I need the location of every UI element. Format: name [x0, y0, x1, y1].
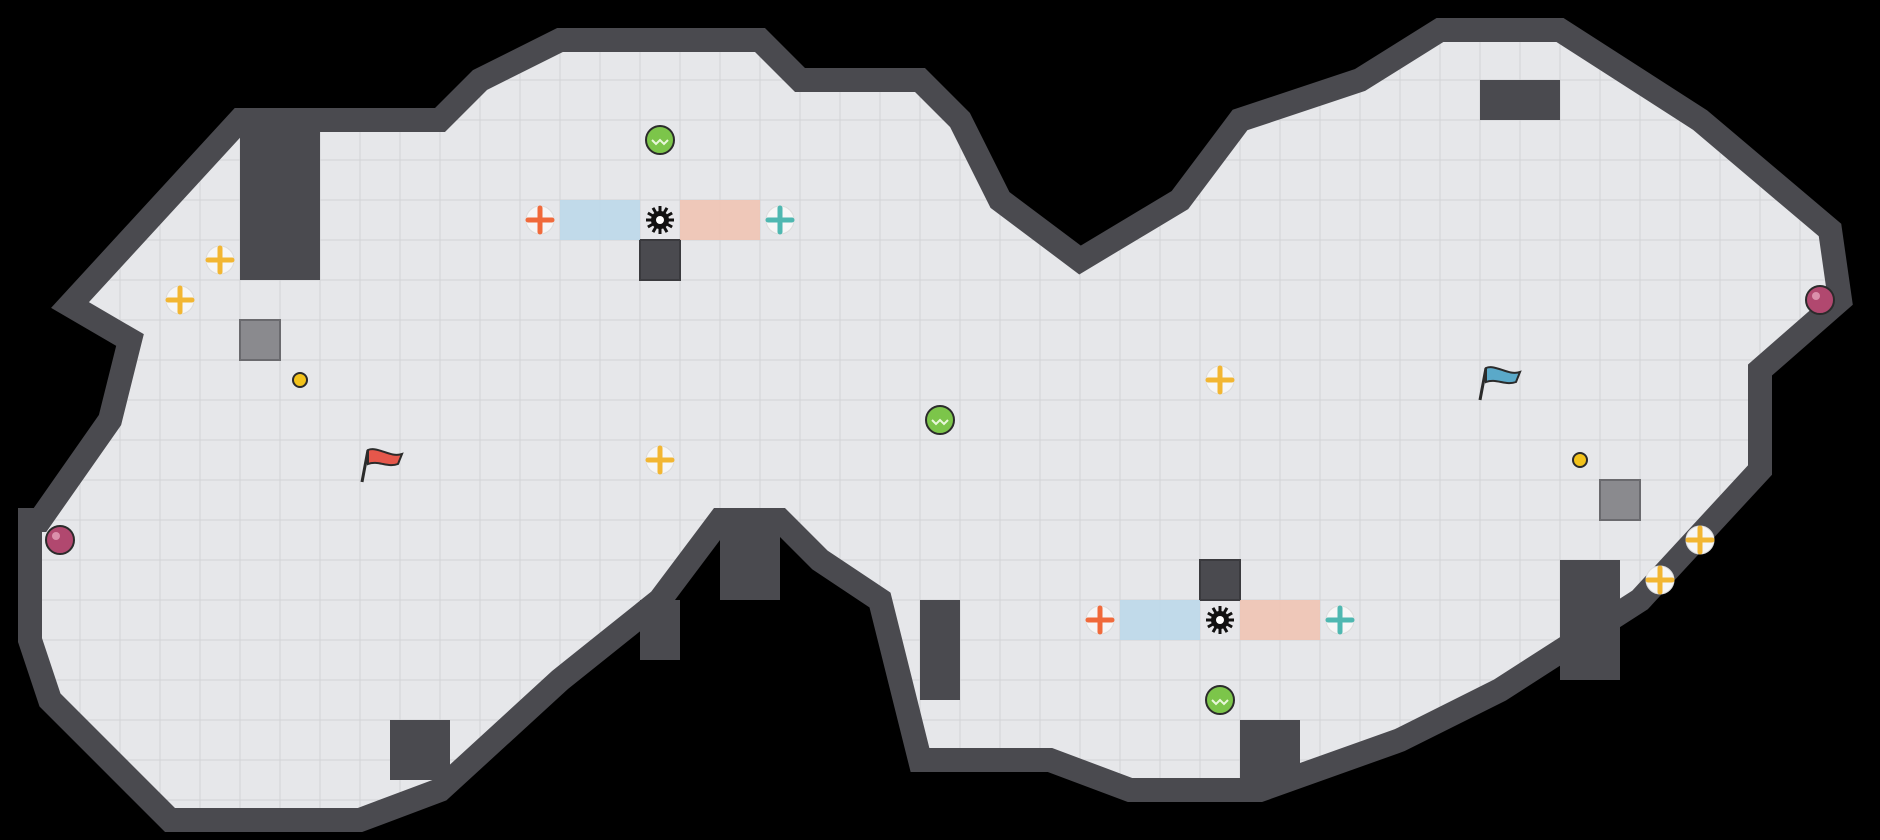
wall-outline	[18, 18, 1853, 832]
spike-icon	[1206, 606, 1234, 634]
boost-cross	[205, 245, 235, 275]
boost-icon	[1685, 525, 1715, 555]
bomb-icon	[45, 525, 75, 555]
wall-block	[240, 120, 320, 280]
boost-cross	[1685, 525, 1715, 555]
gate-blue	[1120, 600, 1200, 640]
flag-cloth	[1485, 366, 1522, 385]
flag-cloth	[367, 448, 404, 467]
flag-blue	[1478, 366, 1522, 401]
boost-cross	[765, 205, 795, 235]
wall-block	[1560, 560, 1620, 680]
button-icon	[292, 372, 308, 388]
powerup-mark	[651, 138, 669, 146]
portal-icon	[239, 319, 281, 361]
wall-block	[1199, 559, 1241, 601]
wall-block	[640, 600, 680, 660]
boost-icon	[645, 445, 675, 475]
boost-cross	[1085, 605, 1115, 635]
boost-cross	[525, 205, 555, 235]
wall-block	[720, 520, 780, 600]
powerup-mark	[931, 418, 949, 426]
spike-center	[656, 216, 664, 224]
bomb-shine	[52, 532, 60, 540]
powerup-icon	[645, 125, 675, 155]
boost-cross	[165, 285, 195, 315]
boost-cross	[1645, 565, 1675, 595]
boost-cross	[1205, 365, 1235, 395]
wall-block	[1480, 80, 1560, 120]
wall-block	[1240, 720, 1300, 780]
boost-icon	[205, 245, 235, 275]
powerup-icon	[1205, 685, 1235, 715]
boost-icon	[1325, 605, 1355, 635]
spike-icon	[646, 206, 674, 234]
gate-red	[680, 200, 760, 240]
portal-icon	[1599, 479, 1641, 521]
powerup-mark	[1211, 698, 1229, 706]
gate-blue	[560, 200, 640, 240]
boost-cross	[645, 445, 675, 475]
boost-icon	[1205, 365, 1235, 395]
boost-icon	[525, 205, 555, 235]
bomb-shine	[1812, 292, 1820, 300]
boost-icon	[1645, 565, 1675, 595]
boost-icon	[765, 205, 795, 235]
powerup-icon	[925, 405, 955, 435]
flag-red	[360, 448, 404, 483]
gate-red	[1240, 600, 1320, 640]
wall-block	[639, 239, 681, 281]
bomb-body	[45, 525, 75, 555]
spike-center	[1216, 616, 1224, 624]
bomb-icon	[1805, 285, 1835, 315]
boost-icon	[1085, 605, 1115, 635]
wall-block	[920, 600, 960, 700]
boost-cross	[1325, 605, 1355, 635]
wall-block	[390, 720, 450, 780]
boost-icon	[165, 285, 195, 315]
button-icon	[1572, 452, 1588, 468]
bomb-body	[1805, 285, 1835, 315]
